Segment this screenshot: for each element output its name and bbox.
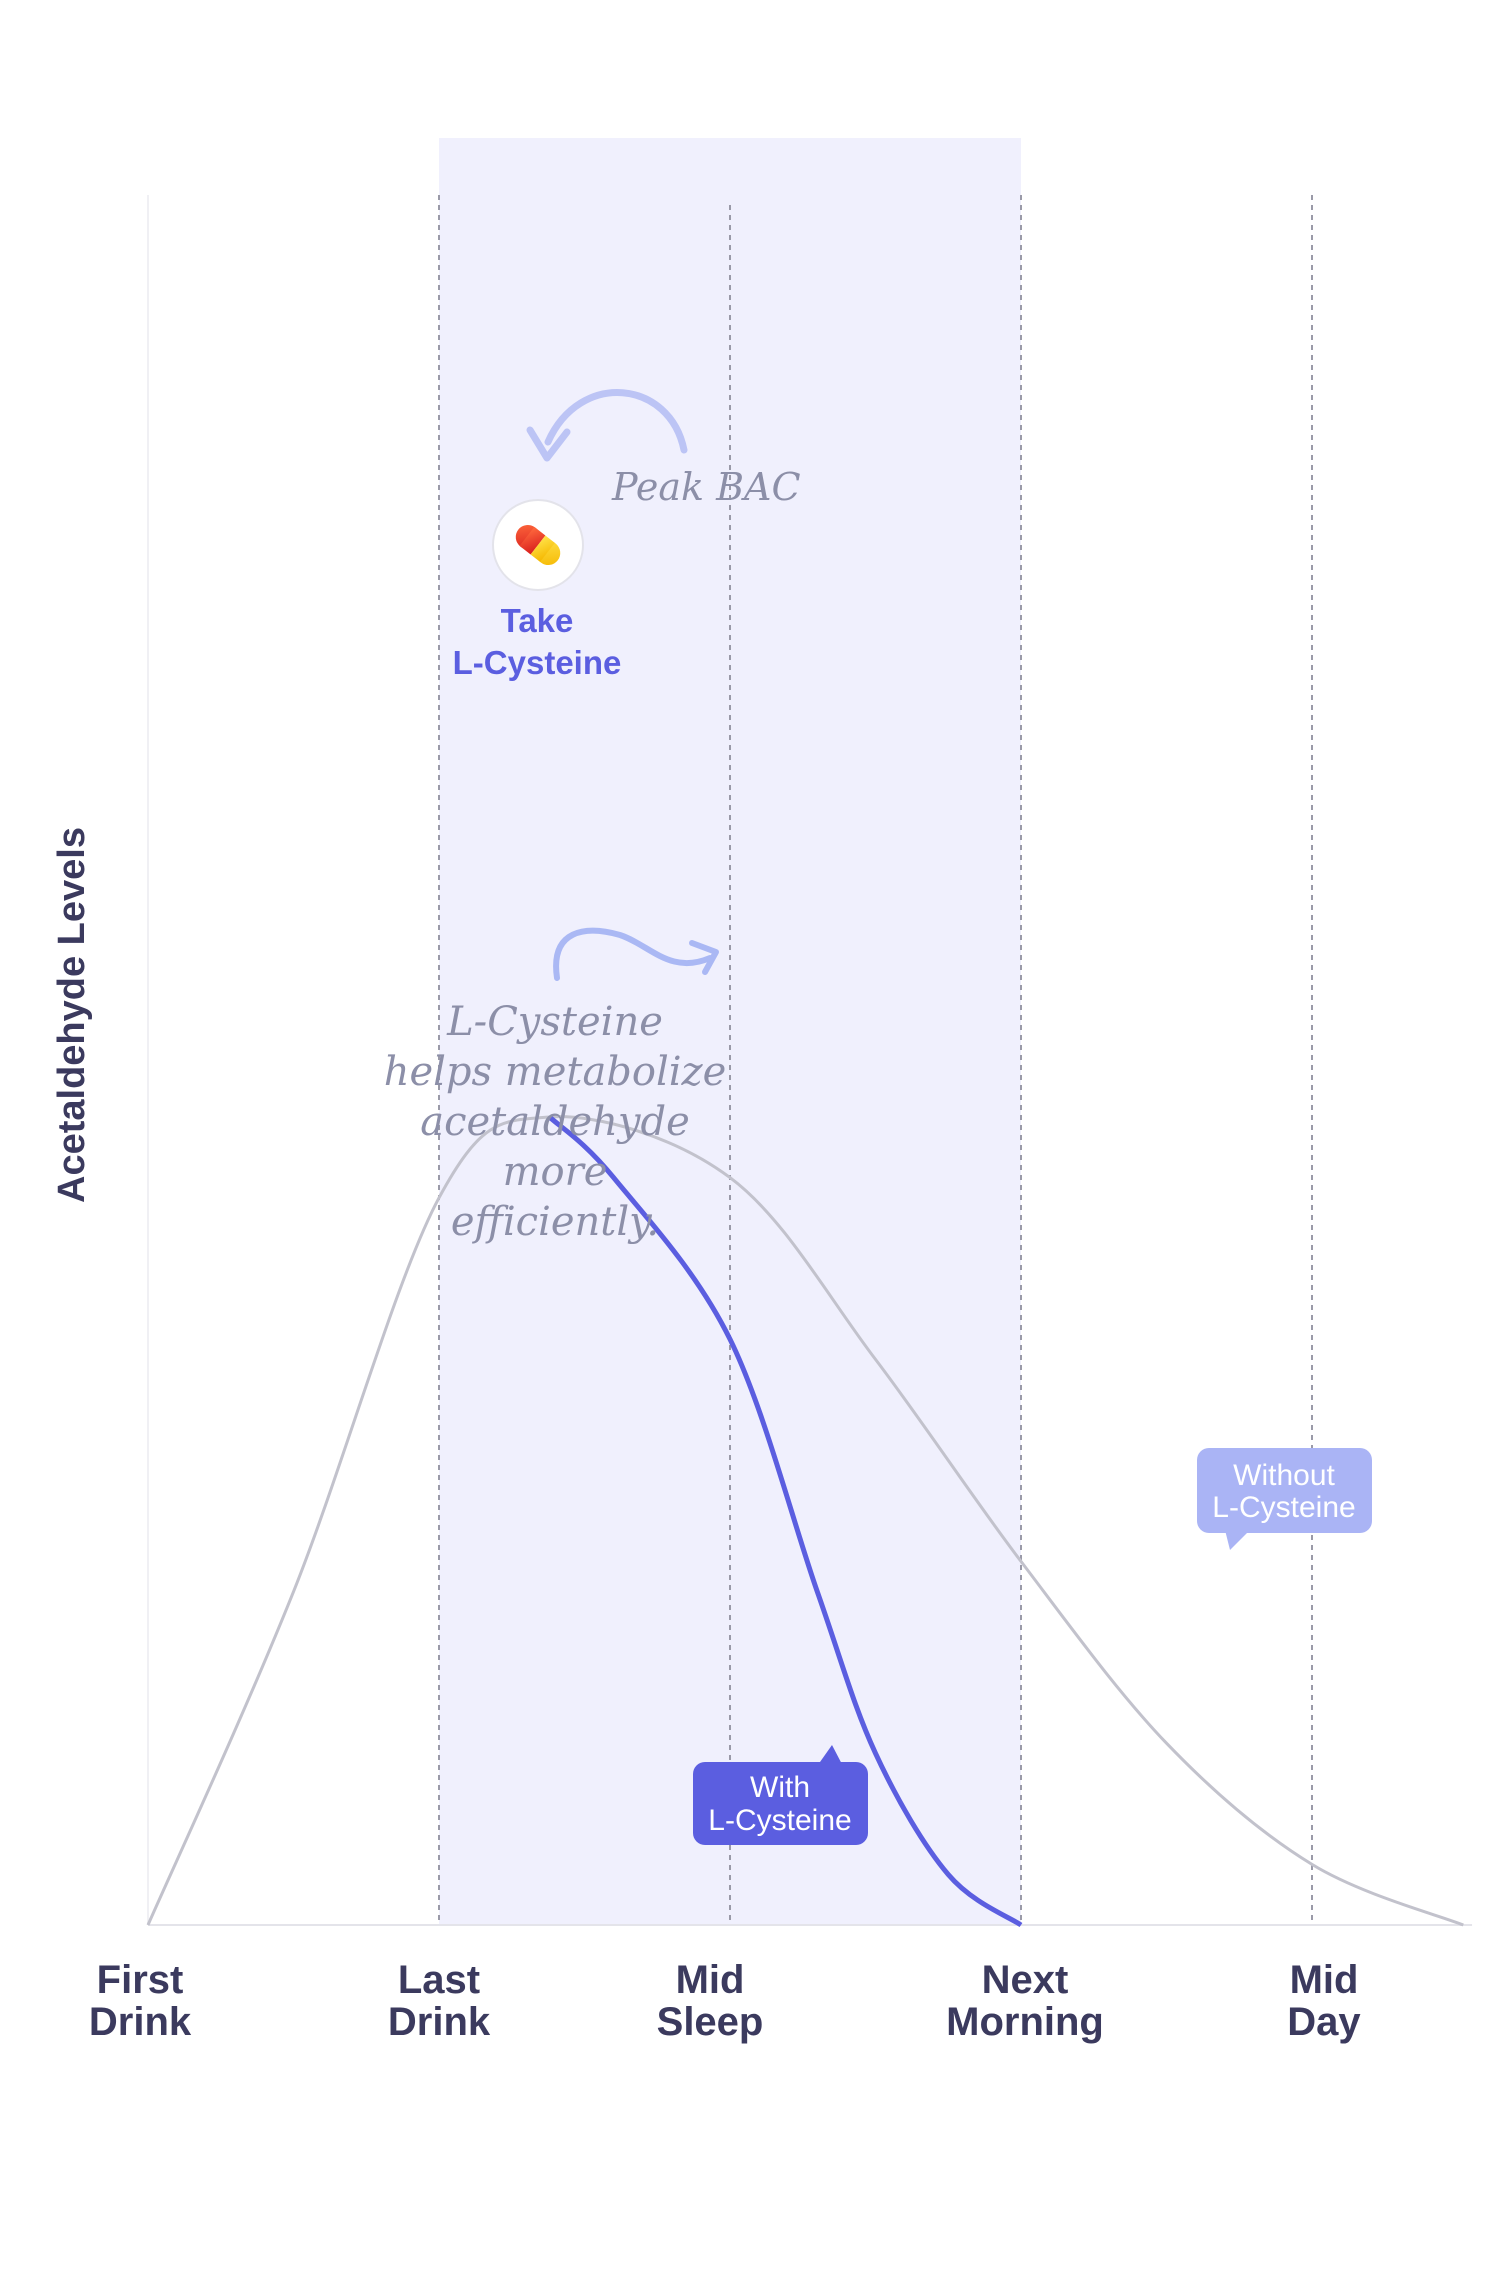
x-tick-label: Day bbox=[1287, 2000, 1361, 2044]
note-line-4: more bbox=[503, 1149, 608, 1195]
pill-icon bbox=[492, 499, 584, 591]
take-label-line1: Take bbox=[501, 602, 574, 639]
with-bubble-line2: L-Cysteine bbox=[708, 1804, 851, 1837]
x-tick-label: Mid bbox=[1290, 1958, 1359, 2002]
note-line-3: acetaldehyde bbox=[420, 1099, 690, 1145]
without-l-cysteine-bubble: Without L-Cysteine bbox=[1197, 1448, 1372, 1550]
curved-arrow-icon bbox=[544, 389, 688, 454]
y-axis-label: Acetaldehyde Levels bbox=[51, 827, 93, 1203]
squiggle-arrow-head-icon bbox=[689, 940, 719, 975]
note-line-5: efficiently. bbox=[451, 1199, 659, 1245]
note-line-2: helps metabolize bbox=[384, 1049, 727, 1095]
with-l-cysteine-bubble: With L-Cysteine bbox=[693, 1745, 868, 1845]
x-tick-label: Next bbox=[982, 1958, 1069, 2002]
x-axis-ticks: FirstDrinkLastDrinkMidSleepNextMorningMi… bbox=[89, 1958, 1362, 2044]
without-bubble-line2: L-Cysteine bbox=[1212, 1491, 1355, 1524]
with-bubble-line1: With bbox=[750, 1771, 810, 1804]
peak-bac-label: Peak BAC bbox=[611, 465, 801, 509]
note-text: L-Cysteine helps metabolize acetaldehyde… bbox=[384, 999, 727, 1245]
x-tick-label: First bbox=[97, 1958, 184, 2002]
squiggle-arrow-icon bbox=[553, 927, 713, 981]
grid-lines bbox=[438, 195, 1313, 1925]
arrow-head-icon bbox=[526, 426, 571, 462]
take-label-line2: L-Cysteine bbox=[453, 644, 622, 681]
x-tick-label: Morning bbox=[946, 2000, 1104, 2044]
x-tick-label: Drink bbox=[388, 2000, 491, 2044]
note-line-1: L-Cysteine bbox=[446, 999, 663, 1045]
x-tick-label: Sleep bbox=[657, 2000, 764, 2044]
without-bubble-line1: Without bbox=[1233, 1459, 1335, 1492]
x-tick-label: Drink bbox=[89, 2000, 192, 2044]
x-tick-label: Mid bbox=[676, 1958, 745, 2002]
x-tick-label: Last bbox=[398, 1958, 480, 2002]
series-with-l-cysteine bbox=[547, 1115, 1023, 1928]
series-without-l-cysteine bbox=[146, 1115, 1464, 1927]
